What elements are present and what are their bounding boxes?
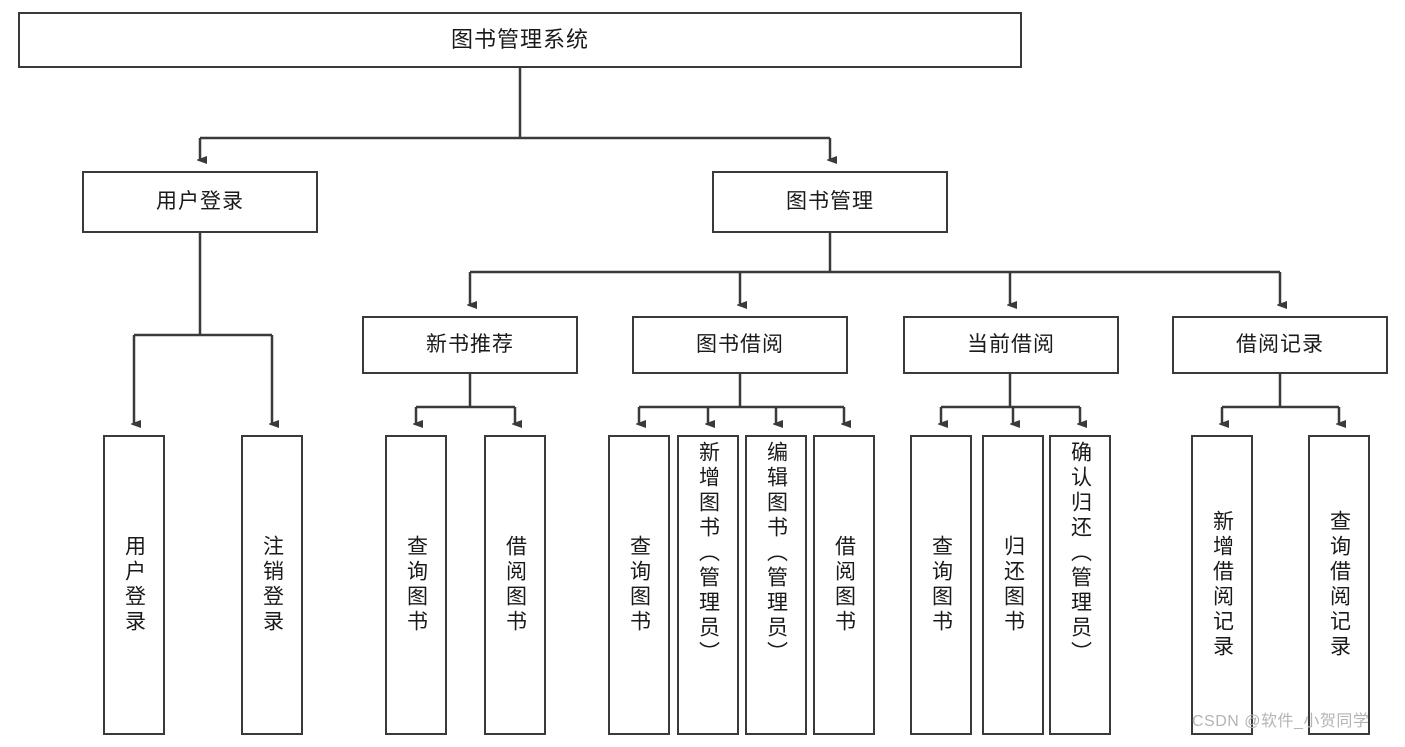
leaf-edit-book-label: 编辑图书（管理员） [764, 441, 788, 666]
node-user-login[interactable]: 用户登录 [82, 171, 318, 233]
leaf-logout[interactable]: 注销登录 [241, 435, 303, 735]
node-user-login-label: 用户登录 [156, 190, 244, 214]
leaf-borrow-book-1-label: 借阅图书 [503, 535, 527, 635]
node-new-book-recommend-label: 新书推荐 [426, 333, 514, 357]
node-borrow-record[interactable]: 借阅记录 [1172, 316, 1388, 374]
watermark: CSDN @软件_小贺同学 [1192, 707, 1369, 731]
node-current-borrow-label: 当前借阅 [967, 333, 1055, 357]
node-root-label: 图书管理系统 [450, 26, 589, 52]
node-book-borrow[interactable]: 图书借阅 [632, 316, 848, 374]
leaf-return-book-label: 归还图书 [1001, 535, 1025, 635]
leaf-user-login-label: 用户登录 [122, 535, 146, 635]
leaf-query-book-1-label: 查询图书 [404, 535, 428, 635]
node-current-borrow[interactable]: 当前借阅 [903, 316, 1119, 374]
node-book-manage[interactable]: 图书管理 [712, 171, 948, 233]
leaf-borrow-book-2-label: 借阅图书 [832, 535, 856, 635]
leaf-query-book-3-label: 查询图书 [929, 535, 953, 635]
leaf-query-book-3[interactable]: 查询图书 [910, 435, 972, 735]
node-book-borrow-label: 图书借阅 [696, 333, 784, 357]
leaf-add-book-label: 新增图书（管理员） [696, 441, 720, 666]
leaf-query-book-2[interactable]: 查询图书 [608, 435, 670, 735]
leaf-borrow-book-2[interactable]: 借阅图书 [813, 435, 875, 735]
node-root[interactable]: 图书管理系统 [18, 12, 1022, 68]
leaf-query-record-label: 查询借阅记录 [1327, 510, 1351, 660]
leaf-query-record[interactable]: 查询借阅记录 [1308, 435, 1370, 735]
leaf-add-book[interactable]: 新增图书（管理员） [677, 435, 739, 735]
leaf-add-record-label: 新增借阅记录 [1210, 510, 1234, 660]
leaf-borrow-book-1[interactable]: 借阅图书 [484, 435, 546, 735]
leaf-query-book-2-label: 查询图书 [627, 535, 651, 635]
leaf-user-login[interactable]: 用户登录 [103, 435, 165, 735]
leaf-confirm-return[interactable]: 确认归还（管理员） [1049, 435, 1111, 735]
node-borrow-record-label: 借阅记录 [1236, 333, 1324, 357]
leaf-confirm-return-label: 确认归还（管理员） [1068, 441, 1092, 666]
node-new-book-recommend[interactable]: 新书推荐 [362, 316, 578, 374]
leaf-return-book[interactable]: 归还图书 [982, 435, 1044, 735]
leaf-logout-label: 注销登录 [260, 535, 284, 635]
leaf-edit-book[interactable]: 编辑图书（管理员） [745, 435, 807, 735]
leaf-add-record[interactable]: 新增借阅记录 [1191, 435, 1253, 735]
leaf-query-book-1[interactable]: 查询图书 [385, 435, 447, 735]
watermark-text: CSDN @软件_小贺同学 [1192, 713, 1370, 730]
node-book-manage-label: 图书管理 [786, 190, 874, 214]
